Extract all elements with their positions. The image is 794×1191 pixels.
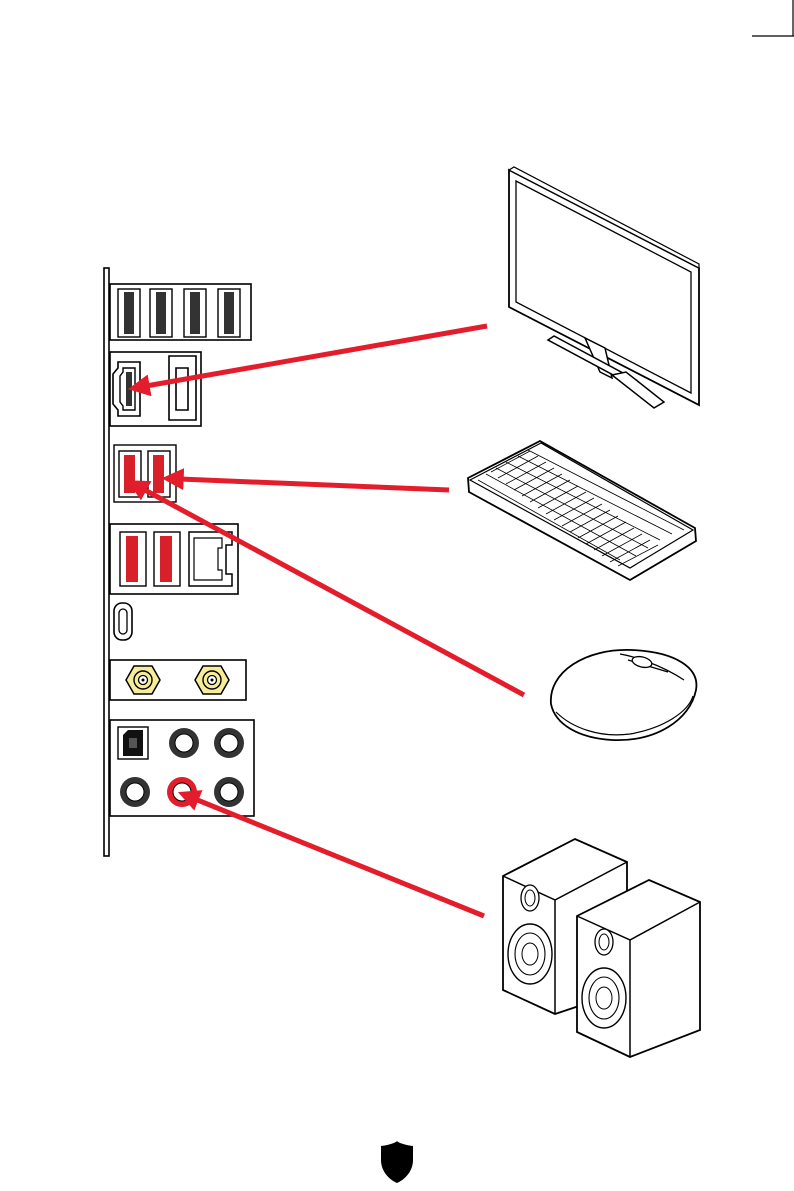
display-ports-group	[110, 352, 201, 426]
antenna-group	[110, 660, 246, 700]
arrow-speakers-to-audio	[195, 799, 484, 916]
usb-port-black[interactable]	[150, 289, 172, 337]
audio-line-out-jack[interactable]	[167, 777, 197, 807]
io-panel	[104, 268, 254, 856]
arrow-keyboard-to-usb	[180, 479, 449, 490]
usb-port-red-1[interactable]	[119, 451, 141, 497]
usb-port-red[interactable]	[120, 532, 146, 586]
keyboard-icon	[468, 441, 696, 580]
usb-c-port[interactable]	[114, 603, 132, 640]
msi-shield-icon	[378, 1140, 416, 1184]
usb-port-red[interactable]	[154, 532, 180, 586]
usb-port-black[interactable]	[218, 289, 240, 337]
antenna-connector[interactable]	[195, 666, 229, 694]
usb-port-black[interactable]	[184, 289, 206, 337]
io-bracket	[104, 268, 109, 856]
optical-spdif-port[interactable]	[118, 727, 148, 759]
usb-lan-group	[110, 524, 238, 594]
mouse-icon	[551, 650, 697, 740]
usb-group-red	[114, 445, 176, 502]
displayport-port[interactable]	[169, 356, 196, 420]
antenna-connector[interactable]	[126, 666, 160, 694]
audio-jack[interactable]	[214, 728, 244, 758]
lan-port[interactable]	[189, 532, 232, 586]
audio-jack[interactable]	[120, 777, 150, 807]
speakers-icon	[503, 839, 700, 1057]
usb-group-top	[110, 284, 251, 340]
usb-port-black[interactable]	[118, 289, 140, 337]
audio-group	[110, 720, 254, 816]
hdmi-port[interactable]	[113, 362, 140, 416]
monitor-icon	[509, 167, 699, 408]
usb-port-red-2[interactable]	[148, 451, 170, 497]
audio-jack[interactable]	[169, 728, 199, 758]
audio-jack[interactable]	[214, 777, 244, 807]
